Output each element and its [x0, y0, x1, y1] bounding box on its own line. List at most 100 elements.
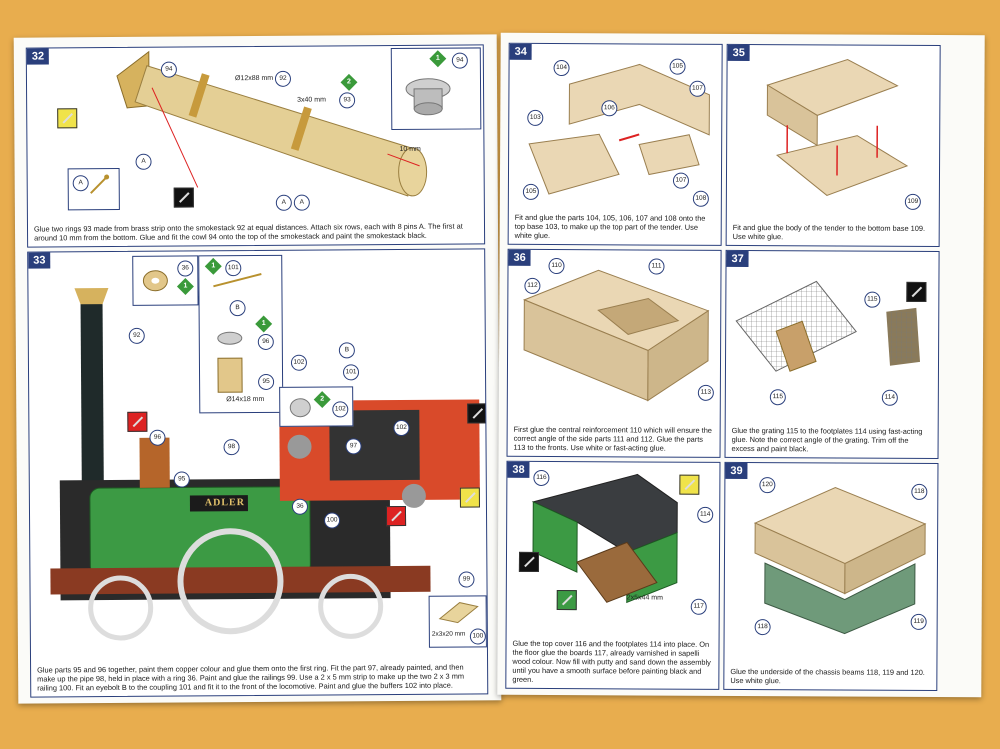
quantity-badge: 1 — [176, 278, 194, 295]
callout-eyebolt-b: B — [229, 300, 246, 317]
ring-36-detail: 36 1 — [132, 255, 199, 306]
coupling-detail: 1 101 B 1 96 95 Ø14x18 mm — [198, 254, 284, 414]
callout-pin-a: A — [72, 175, 89, 192]
callout-109: 109 — [904, 193, 921, 210]
step-38-number: 38 — [507, 461, 530, 478]
callout-92: 92 — [128, 327, 145, 344]
callout-93: 93 — [339, 92, 356, 109]
step-36-number: 36 — [508, 249, 531, 266]
callout-eyebolt-b: B — [338, 342, 355, 359]
cowl-icon — [405, 78, 451, 116]
callout-94: 94 — [160, 61, 177, 78]
dimension-label-117: 2x5x44 mm — [626, 594, 663, 602]
callout-111: 111 — [648, 258, 665, 275]
top-cover-illustration — [531, 473, 678, 604]
grating-illustration — [735, 280, 921, 372]
callout-98: 98 — [223, 439, 240, 456]
step-38-caption: Glue the top cover 116 and the footplate… — [512, 638, 711, 684]
buffer-102-detail: 2 102 — [279, 386, 354, 427]
callout-105: 105 — [522, 183, 539, 200]
brush-icon-wood-varnish — [679, 474, 700, 495]
step-36-caption: First glue the central reinforcement 110… — [513, 424, 712, 453]
callout-114: 114 — [697, 506, 714, 523]
quantity-badge: 2 — [313, 391, 331, 409]
callout-96: 96 — [149, 429, 166, 446]
step-38-panel: 38 116 114 2x5x44 mm 117 Glue the top co… — [505, 460, 721, 690]
step-36-panel: 36 110 111 112 113 First glue the centra… — [506, 248, 722, 458]
callout-115: 115 — [864, 291, 881, 308]
callout-118: 118 — [754, 619, 771, 636]
callout-pin-a: A — [275, 194, 292, 211]
step-39-panel: 39 120 118 118 119 Glue the underside of… — [723, 461, 939, 692]
tender-body-illustration — [766, 59, 909, 197]
pin-icon — [90, 174, 110, 194]
callout-101: 101 — [342, 364, 360, 381]
step-34-panel: 34 104 105 107 106 103 107 105 108 Fit a… — [507, 42, 723, 246]
step-34-number: 34 — [509, 43, 532, 60]
step-35-caption: Fit and glue the body of the tender to t… — [732, 222, 926, 242]
step-32-caption: Glue two rings 93 made from brass strip … — [33, 221, 463, 243]
step-33-caption: Glue parts 95 and 96 together, paint the… — [37, 662, 465, 693]
chassis-beams-illustration — [753, 486, 927, 635]
strip-icon — [438, 602, 479, 624]
step-34-caption: Fit and glue the parts 104, 105, 106, 10… — [514, 212, 706, 240]
quantity-badge: 2 — [340, 73, 358, 91]
quantity-badge: 1 — [255, 315, 273, 333]
quantity-badge: 1 — [204, 257, 222, 275]
brush-icon-yellow-glue — [57, 108, 78, 129]
step-39-number: 39 — [725, 462, 748, 480]
callout-120: 120 — [759, 477, 776, 494]
callout-108: 108 — [692, 190, 709, 207]
step-35-number: 35 — [727, 44, 750, 62]
step-32-number: 32 — [26, 48, 50, 65]
step-33-number: 33 — [28, 252, 51, 269]
brush-icon-green-paint — [556, 590, 577, 611]
callout-106: 106 — [601, 100, 618, 117]
dimension-label-100: 2x3x20 mm — [431, 630, 466, 638]
dimension-label-95: Ø14x18 mm — [226, 395, 265, 404]
step-33-panel: 33 ADLER 92 96 95 98 97 36 100 99 — [27, 248, 489, 698]
callout-119: 119 — [910, 613, 927, 630]
callout-96: 96 — [257, 333, 274, 350]
callout-97: 97 — [345, 438, 362, 455]
callout-102: 102 — [393, 419, 410, 437]
tender-top-illustration — [528, 63, 710, 195]
callout-102: 102 — [290, 354, 308, 371]
step-37-panel: 37 115 115 114 Glue the grating 115 to t… — [724, 249, 940, 460]
callout-102: 102 — [332, 401, 349, 418]
callout-36: 36 — [291, 498, 309, 515]
smokestack-illustration — [116, 50, 428, 197]
ring-icon — [142, 270, 168, 292]
callout-92: 92 — [274, 70, 292, 87]
brush-icon-copper-paint — [127, 411, 148, 432]
callout-104: 104 — [553, 60, 570, 77]
brush-icon-black-paint — [518, 551, 540, 572]
callout-95: 95 — [258, 373, 275, 390]
dimension-label-93: 3x40 mm — [297, 96, 326, 104]
step-39-caption: Glue the underside of the chassis beams … — [730, 666, 925, 686]
brush-icon-red-paint — [385, 505, 407, 527]
brush-icon-black-paint — [467, 403, 488, 424]
callout-pin-a: A — [293, 194, 310, 211]
callout-101: 101 — [225, 260, 242, 277]
callout-pin-a: A — [135, 153, 152, 170]
brush-icon-black-paint — [906, 281, 927, 302]
cowl-94-detail: 1 94 — [390, 47, 482, 131]
step-32-panel: 32 94 Ø12x88 mm 92 2 3x40 mm 93 10 mm A … — [25, 44, 486, 248]
quantity-badge: 1 — [429, 50, 447, 68]
callout-118: 118 — [911, 483, 928, 500]
brush-icon-yellow-glue — [459, 487, 480, 508]
callout-95: 95 — [173, 471, 190, 488]
callout-99: 99 — [458, 571, 475, 588]
callout-100: 100 — [469, 628, 486, 645]
manual-page-right: 34 104 105 107 106 103 107 105 108 Fit a… — [497, 32, 985, 698]
manual-page-left: 32 94 Ø12x88 mm 92 2 3x40 mm 93 10 mm A … — [13, 34, 502, 704]
nameplate: ADLER — [204, 497, 245, 509]
locomotive-illustration — [50, 288, 480, 641]
step-35-panel: 35 109 Fit and glue the body of the tend… — [725, 43, 941, 248]
callout-105: 105 — [669, 58, 686, 75]
callout-94: 94 — [451, 52, 468, 69]
callout-100: 100 — [324, 512, 341, 529]
step-37-number: 37 — [726, 250, 749, 268]
callout-103: 103 — [527, 109, 544, 126]
